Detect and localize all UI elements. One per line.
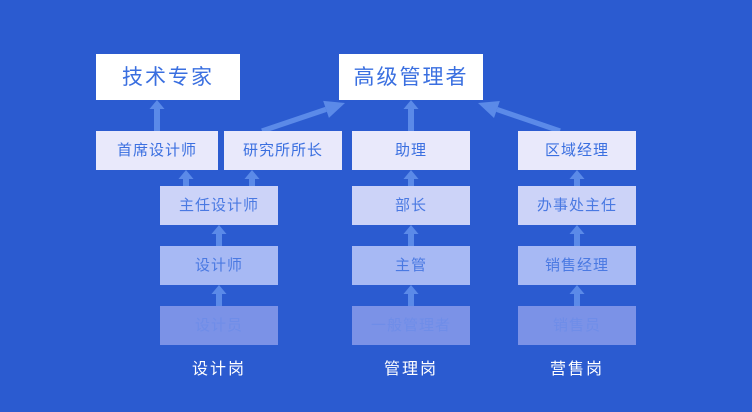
arrow-department-head-to-assistant-stem — [408, 179, 414, 186]
arrow-general-manager-to-supervisor — [403, 285, 419, 306]
node-junior-designer[interactable]: 设计员 — [160, 306, 278, 345]
arrow-lead-designer-to-institute-head — [244, 170, 260, 186]
arrow-lead-designer-to-institute-head-head — [244, 170, 260, 179]
arrow-assistant-to-senior-manager-head — [403, 100, 419, 109]
arrow-general-manager-to-supervisor-stem — [408, 294, 414, 306]
arrow-assistant-to-senior-manager-stem — [408, 109, 414, 131]
arrow-sales-manager-to-office-director-head — [569, 225, 585, 234]
node-department-head[interactable]: 部长 — [352, 186, 470, 225]
arrow-designer-to-lead-designer-stem — [216, 234, 222, 246]
arrow-department-head-to-assistant-head — [403, 170, 419, 179]
arrow-supervisor-to-department-head — [403, 225, 419, 246]
arrow-assistant-to-senior-manager — [403, 100, 419, 131]
node-general-manager[interactable]: 一般管理者 — [352, 306, 470, 345]
arrow-lead-designer-to-chief-designer-head — [178, 170, 194, 179]
arrow-institute-head-to-senior-manager — [261, 100, 345, 134]
node-senior-manager[interactable]: 高级管理者 — [339, 54, 483, 100]
arrow-salesperson-tick-stem — [574, 299, 580, 306]
arrow-chief-designer-to-tech-expert-stem — [154, 109, 160, 131]
arrow-salesperson-to-sales-manager-head — [569, 285, 585, 294]
node-salesperson[interactable]: 销售员 — [518, 306, 636, 345]
arrow-office-director-to-regional-manager-head — [569, 170, 585, 179]
arrow-junior-designer-to-designer-stem — [216, 294, 222, 306]
node-regional-manager[interactable]: 区域经理 — [518, 131, 636, 170]
arrow-salesperson-to-sales-manager-stem — [574, 294, 580, 306]
arrow-general-manager-to-supervisor-head — [403, 285, 419, 294]
arrow-general-manager-tick — [408, 299, 414, 306]
node-institute-head[interactable]: 研究所所长 — [224, 131, 342, 170]
arrow-designer-to-lead-designer-head — [211, 225, 227, 234]
arrow-supervisor-to-department-head-head — [403, 225, 419, 234]
arrow-lead-designer-to-chief-designer-stem — [183, 179, 189, 186]
node-assistant[interactable]: 助理 — [352, 131, 470, 170]
arrow-junior-designer-to-designer-head — [211, 285, 227, 294]
arrow-supervisor-to-department-head-stem — [408, 234, 414, 246]
arrow-chief-designer-to-tech-expert — [149, 100, 165, 131]
arrow-regional-manager-to-senior-manager — [478, 100, 561, 134]
node-tech-expert[interactable]: 技术专家 — [96, 54, 240, 100]
node-office-director[interactable]: 办事处主任 — [518, 186, 636, 225]
arrow-sales-manager-to-office-director — [569, 225, 585, 246]
arrow-office-director-to-regional-manager-stem — [574, 179, 580, 186]
node-supervisor[interactable]: 主管 — [352, 246, 470, 285]
arrow-junior-designer-to-designer — [211, 285, 227, 306]
node-sales-manager[interactable]: 销售经理 — [518, 246, 636, 285]
node-lead-designer[interactable]: 主任设计师 — [160, 186, 278, 225]
group-label-sales-track: 营售岗 — [549, 361, 604, 378]
node-designer[interactable]: 设计师 — [160, 246, 278, 285]
node-chief-designer[interactable]: 首席设计师 — [96, 131, 218, 170]
arrow-general-manager-tick-stem — [408, 299, 414, 306]
arrow-chief-designer-to-tech-expert-head — [149, 100, 165, 109]
group-label-design-track: 设计岗 — [191, 361, 246, 378]
arrow-lead-designer-to-chief-designer — [178, 170, 194, 186]
arrow-salesperson-tick — [574, 299, 580, 306]
arrow-junior-designer-tick — [216, 299, 222, 306]
arrow-institute-head-to-senior-manager-head — [323, 100, 345, 118]
arrow-office-director-to-regional-manager — [569, 170, 585, 186]
arrow-regional-manager-to-senior-manager-head — [478, 100, 500, 118]
group-label-management-track: 管理岗 — [383, 361, 438, 378]
arrow-lead-designer-to-institute-head-stem — [249, 179, 255, 186]
arrow-designer-to-lead-designer — [211, 225, 227, 246]
arrow-department-head-to-assistant — [403, 170, 419, 186]
arrow-regional-manager-to-senior-manager-stem — [496, 107, 561, 134]
arrow-junior-designer-tick-stem — [216, 299, 222, 306]
arrow-institute-head-to-senior-manager-stem — [261, 106, 327, 134]
arrow-sales-manager-to-office-director-stem — [574, 234, 580, 246]
arrow-salesperson-to-sales-manager — [569, 285, 585, 306]
